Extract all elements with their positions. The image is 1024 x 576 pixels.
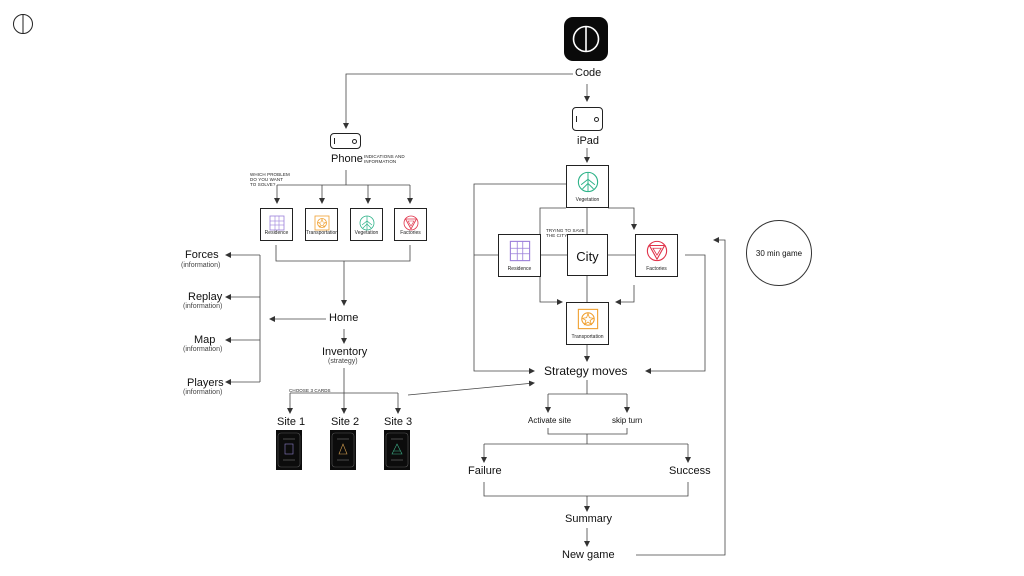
activate-site-node[interactable]: Activate site [528, 416, 572, 425]
ipad-label: iPad [577, 135, 600, 147]
factories-icon [403, 215, 418, 231]
failure-node[interactable]: Failure [468, 465, 502, 477]
side-item-forces[interactable]: Forces [185, 249, 219, 261]
phone-card-label: Residence [264, 230, 289, 236]
residence-icon [269, 215, 284, 231]
phone-card-label: Transportation [306, 230, 339, 236]
site-2-label[interactable]: Site 2 [331, 416, 360, 428]
question-label: WHICH PROBLEM DO YOU WANT TO SOLVE? [250, 172, 290, 188]
success-node[interactable]: Success [669, 465, 711, 477]
site-2-watch-icon[interactable] [330, 430, 356, 470]
city-node[interactable]: City [567, 234, 608, 276]
city-card-residence[interactable]: Residence [498, 234, 541, 277]
phone-device-icon [330, 133, 361, 149]
phone-label: Phone [331, 153, 363, 165]
inventory-sub: (strategy) [328, 358, 358, 365]
transportation-icon [577, 308, 598, 330]
timer-label: 30 min game [755, 249, 803, 258]
circle-split-logo-icon[interactable] [12, 13, 34, 35]
phone-card-factories[interactable]: Factories [394, 208, 427, 241]
vegetation-icon [577, 171, 598, 193]
app-icon[interactable] [564, 17, 608, 61]
side-item-players-sub: (information) [183, 389, 223, 396]
home-node[interactable]: Home [329, 312, 359, 324]
trying-label: TRYING TO SAVE THE CITY [546, 228, 585, 239]
site-3-label[interactable]: Site 3 [384, 416, 413, 428]
phone-card-label: Factories [400, 230, 421, 236]
new-game-node[interactable]: New game [562, 549, 615, 561]
side-item-forces-sub: (information) [181, 262, 221, 269]
side-item-map[interactable]: Map [194, 334, 216, 346]
city-card-factories[interactable]: Factories [635, 234, 678, 277]
code-label: Code [575, 67, 602, 79]
timer-circle: 30 min game [746, 220, 812, 286]
phone-card-residence[interactable]: Residence [260, 208, 293, 241]
side-item-map-sub: (information) [183, 346, 223, 353]
side-item-replay-sub: (information) [183, 303, 223, 310]
site-1-watch-icon[interactable] [276, 430, 302, 470]
city-card-transportation[interactable]: Transportation [566, 302, 609, 345]
city-card-label: Transportation [571, 334, 604, 340]
summary-node[interactable]: Summary [565, 513, 613, 525]
factories-icon [646, 240, 667, 262]
phone-note: INDICATIONS AND INFORMATION [364, 154, 405, 165]
city-card-label: Residence [507, 266, 532, 272]
city-card-label: Vegetation [575, 197, 600, 203]
phone-card-label: Vegetation [354, 230, 379, 236]
site-1-label[interactable]: Site 1 [277, 416, 306, 428]
side-item-replay[interactable]: Replay [188, 291, 223, 303]
site-3-watch-icon[interactable] [384, 430, 410, 470]
skip-turn-node[interactable]: skip turn [612, 416, 643, 425]
ipad-device-icon [572, 107, 603, 131]
code-to-phone-line [343, 73, 573, 129]
choose-cards-label: CHOOSE 3 CARDS [289, 388, 331, 393]
side-item-players[interactable]: Players [187, 377, 224, 389]
residence-icon [509, 240, 530, 262]
phone-card-vegetation[interactable]: Vegetation [350, 208, 383, 241]
city-card-vegetation[interactable]: Vegetation [566, 165, 609, 208]
city-card-label: Factories [646, 266, 667, 272]
phone-card-transportation[interactable]: Transportation [305, 208, 338, 241]
inventory-node[interactable]: Inventory [322, 346, 368, 358]
transportation-icon [314, 215, 329, 231]
vegetation-icon [359, 215, 374, 231]
strategy-moves-node[interactable]: Strategy moves [544, 364, 628, 378]
city-label: City [576, 249, 599, 264]
circle-split-app-icon [572, 25, 600, 53]
